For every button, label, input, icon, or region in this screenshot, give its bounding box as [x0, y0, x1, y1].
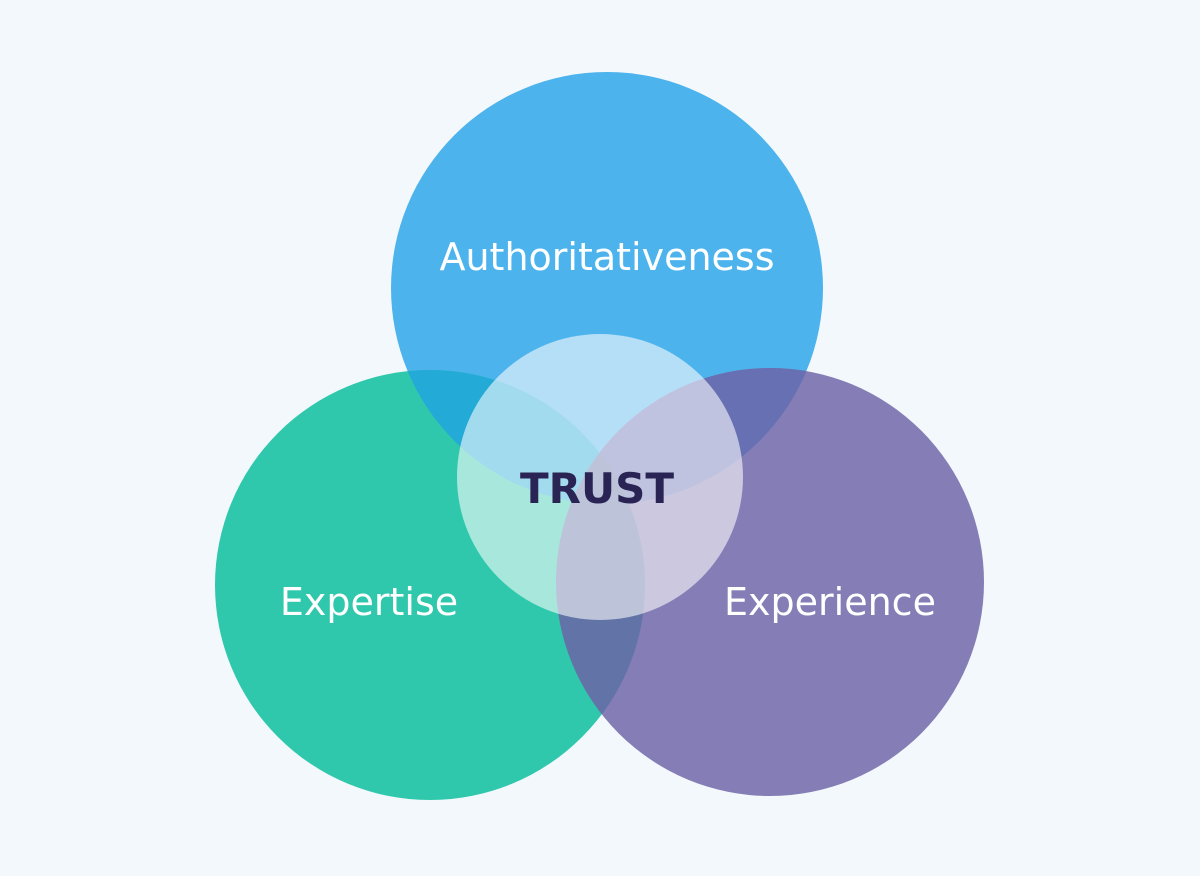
label-expertise: Expertise: [280, 580, 458, 624]
label-experience: Experience: [724, 580, 936, 624]
label-trust: TRUST: [520, 464, 674, 513]
trust-center-circle: [457, 334, 743, 620]
label-authoritativeness: Authoritativeness: [439, 235, 774, 279]
